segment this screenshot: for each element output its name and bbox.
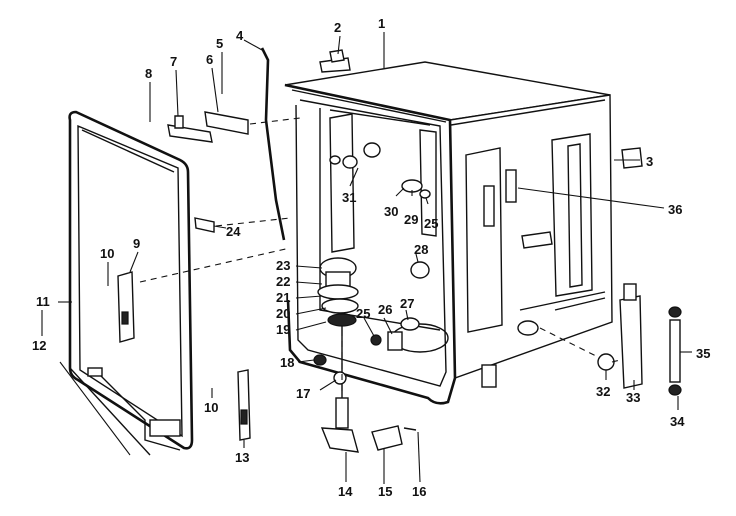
callout-28: 28 — [414, 242, 428, 257]
callout-29: 29 — [404, 212, 418, 227]
callout-24: 24 — [226, 224, 241, 239]
callout-3: 3 — [646, 154, 653, 169]
callout-19: 19 — [276, 322, 290, 337]
callout-16: 16 — [412, 484, 426, 499]
callout-10-lower: 10 — [204, 400, 218, 415]
callout-34: 34 — [670, 414, 685, 429]
callout-7: 7 — [170, 54, 177, 69]
callout-10-upper: 10 — [100, 246, 114, 261]
callout-25-lower: 25 — [356, 306, 370, 321]
callout-13: 13 — [235, 450, 249, 465]
callout-31: 31 — [342, 190, 356, 205]
callout-20: 20 — [276, 306, 290, 321]
callout-8: 8 — [145, 66, 152, 81]
callout-2: 2 — [334, 20, 341, 35]
callout-36: 36 — [668, 202, 682, 217]
callout-35: 35 — [696, 346, 710, 361]
callout-9: 9 — [133, 236, 140, 251]
callout-26: 26 — [378, 302, 392, 317]
callout-17: 17 — [296, 386, 310, 401]
callout-27: 27 — [400, 296, 414, 311]
callout-4: 4 — [236, 28, 244, 43]
callout-labels: 1 2 3 4 5 6 7 8 9 10 10 11 12 13 14 15 1… — [32, 16, 710, 499]
callout-23: 23 — [276, 258, 290, 273]
callout-21: 21 — [276, 290, 290, 305]
hinge-parts — [117, 47, 643, 441]
callout-6: 6 — [206, 52, 213, 67]
callout-14: 14 — [338, 484, 353, 499]
callout-15: 15 — [378, 484, 392, 499]
leader-lines — [41, 32, 692, 484]
callout-18: 18 — [280, 355, 294, 370]
callout-25-upper: 25 — [424, 216, 438, 231]
side-parts — [483, 169, 682, 396]
tub-cabinet — [284, 61, 613, 405]
assembly-guide-lines — [139, 117, 621, 395]
callout-22: 22 — [276, 274, 290, 289]
callout-12: 12 — [32, 338, 46, 353]
callout-11: 11 — [36, 294, 50, 309]
callout-1: 1 — [378, 16, 385, 31]
pump-assembly — [313, 142, 431, 453]
callout-32: 32 — [596, 384, 610, 399]
door-assembly — [68, 110, 194, 456]
callout-30: 30 — [384, 204, 398, 219]
callout-5: 5 — [216, 36, 223, 51]
callout-33: 33 — [626, 390, 640, 405]
